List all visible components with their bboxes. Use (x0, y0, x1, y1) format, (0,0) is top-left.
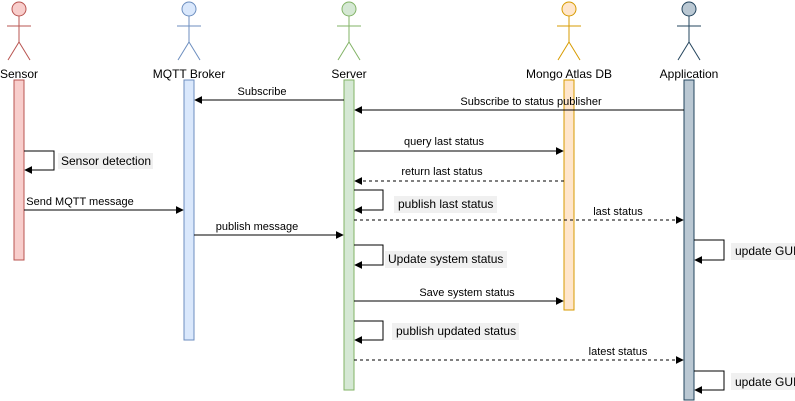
message-label-publish-message: publish message (216, 221, 299, 233)
actor-application: Application (660, 1, 719, 401)
message-return-last-status: return last status (354, 166, 564, 185)
note-label-update-gui-2: update GUI (735, 375, 795, 389)
stick-figure-application (677, 1, 701, 61)
lifeline-application (683, 79, 695, 401)
actor-mqtt-broker: MQTT Broker (153, 1, 225, 341)
message-subscribe: Subscribe (194, 86, 344, 104)
note-label-update-gui-1: update GUI (735, 244, 795, 258)
actor-label-mongo-atlas-db: Mongo Atlas DB (526, 67, 612, 81)
message-query-last-status: query last status (354, 136, 564, 155)
message-publish-message: publish message (194, 221, 344, 239)
note-background-publish-updated-status (392, 323, 519, 340)
lifeline-sensor (13, 79, 25, 261)
note-background-update-gui-2 (731, 373, 795, 390)
actor-server: Server (331, 1, 367, 391)
note-label-update-system-status: Update system status (388, 252, 503, 266)
note-background-update-system-status (385, 251, 507, 268)
stick-figure-mongo-atlas-db (557, 1, 581, 61)
stick-figure-sensor (7, 1, 31, 61)
message-save-system-status: Save system status (354, 287, 564, 305)
self-message-publish-last-status: publish last status (354, 189, 497, 214)
message-label-send-mqtt: Send MQTT message (26, 196, 133, 208)
message-label-save-system-status: Save system status (419, 287, 515, 299)
note-background-sensor-detection (58, 153, 153, 169)
lifeline-server (343, 79, 355, 391)
lifeline-mqtt-broker (183, 79, 195, 341)
actor-sensor: Sensor (0, 1, 38, 261)
stick-figure-mqtt-broker (177, 1, 201, 61)
actor-label-mqtt-broker: MQTT Broker (153, 67, 225, 81)
message-last-status: last status (354, 206, 684, 224)
actor-label-application: Application (660, 67, 719, 81)
note-label-publish-updated-status: publish updated status (396, 324, 516, 338)
message-label-return-last-status: return last status (401, 166, 483, 178)
self-message-update-system-status: Update system status (354, 244, 507, 269)
self-message-sensor-detection: Sensor detection (24, 150, 153, 174)
message-label-query-last-status: query last status (404, 136, 485, 148)
actor-label-sensor: Sensor (0, 67, 38, 81)
self-message-update-gui-2: update GUI (694, 370, 795, 394)
message-subscribe-to-status-publisher: Subscribe to status publisher (354, 96, 684, 114)
self-message-update-gui-1: update GUI (694, 239, 795, 264)
message-label-subscribe-to-status-publisher: Subscribe to status publisher (460, 96, 602, 108)
note-label-publish-last-status: publish last status (398, 197, 493, 211)
message-label-latest-status: latest status (589, 346, 648, 358)
message-send-mqtt: Send MQTT message (24, 196, 184, 214)
self-message-publish-updated-status: publish updated status (354, 320, 519, 344)
note-label-sensor-detection: Sensor detection (61, 154, 151, 168)
note-background-update-gui-1 (731, 243, 795, 260)
lifeline-mongo-atlas-db (563, 79, 575, 311)
message-label-subscribe: Subscribe (238, 86, 287, 98)
actor-mongo-atlas-db: Mongo Atlas DB (526, 1, 612, 311)
stick-figure-server (337, 1, 361, 61)
message-label-last-status: last status (593, 206, 643, 218)
message-latest-status: latest status (354, 346, 684, 364)
note-background-publish-last-status (394, 196, 497, 213)
actor-label-server: Server (331, 67, 366, 81)
